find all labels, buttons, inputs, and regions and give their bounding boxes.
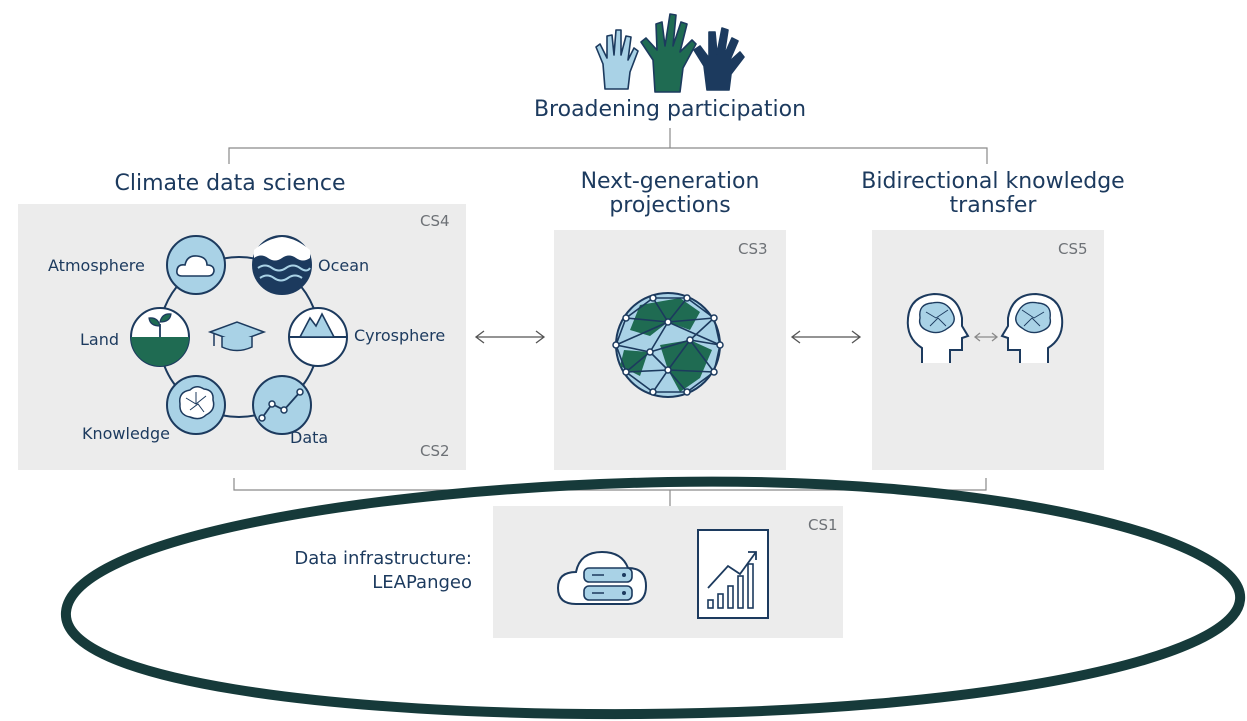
infrastructure-label-line2: LEAPangeo	[372, 572, 472, 593]
brain-icon	[166, 375, 226, 435]
sprout-icon	[130, 307, 190, 367]
bidirectional-panel	[872, 230, 1104, 470]
code-cs5: CS5	[1058, 240, 1088, 258]
bidirectional-title-line2: transfer	[949, 193, 1037, 218]
infrastructure-panel	[493, 506, 843, 638]
code-cs3: CS3	[738, 240, 768, 258]
code-cs1: CS1	[808, 516, 838, 534]
infrastructure-label-line1: Data infrastructure:	[294, 548, 472, 569]
ocean-waves-icon	[252, 235, 312, 295]
next-generation-title-line2: projections	[609, 193, 731, 218]
code-cs4: CS4	[420, 212, 450, 230]
chart-icon	[252, 375, 312, 435]
climate-data-science-title: Climate data science	[114, 171, 346, 196]
node-label-data: Data	[290, 428, 329, 447]
node-label-cyrosphere: Cyrosphere	[354, 326, 446, 345]
node-label-land: Land	[80, 330, 120, 349]
graduation-cap-icon	[207, 321, 267, 352]
node-label-ocean: Ocean	[318, 256, 370, 275]
cloud-icon	[166, 235, 226, 295]
next-generation-title-line1: Next-generation	[580, 169, 760, 194]
code-cs2: CS2	[420, 442, 450, 460]
bidirectional-title-line1: Bidirectional knowledge	[861, 169, 1125, 194]
node-label-atmosphere: Atmosphere	[48, 256, 145, 275]
node-label-knowledge: Knowledge	[82, 424, 170, 443]
broadening-participation-title: Broadening participation	[533, 97, 807, 122]
iceberg-icon	[288, 307, 348, 367]
double-arrow-icon	[474, 330, 862, 344]
